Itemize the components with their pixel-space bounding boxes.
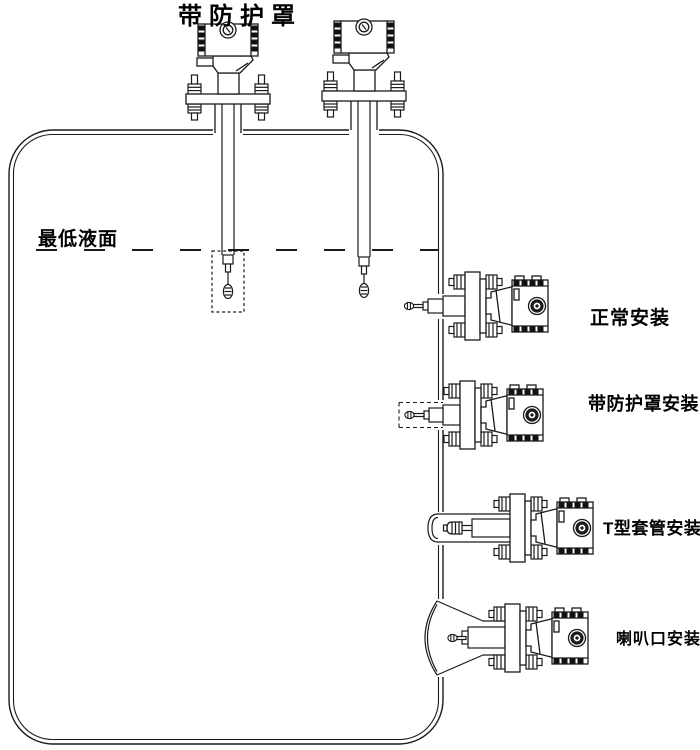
top-transmitter-with-shield (186, 22, 270, 313)
sensor-normal (403, 272, 548, 340)
sensor-t-sleeve (427, 494, 593, 562)
label-t-sleeve-install: T型套管安装 (603, 518, 700, 538)
sensor-bell-mouth (424, 600, 588, 676)
tank-outline (8, 129, 444, 745)
label-top-shield: 带防护罩 (178, 2, 302, 30)
wall-gaps (213, 126, 446, 677)
label-bell-mouth-install: 喇叭口安装 (616, 629, 700, 648)
shield-tube-dashed (398, 401, 443, 429)
sensor-shielded (398, 381, 543, 449)
probe-shield-dashed (211, 250, 245, 313)
label-shield-install: 带防护罩安装 (588, 393, 699, 414)
label-normal-install: 正常安装 (590, 306, 670, 329)
top-transmitter-plain (322, 19, 406, 299)
label-min-level: 最低液面 (38, 227, 118, 250)
